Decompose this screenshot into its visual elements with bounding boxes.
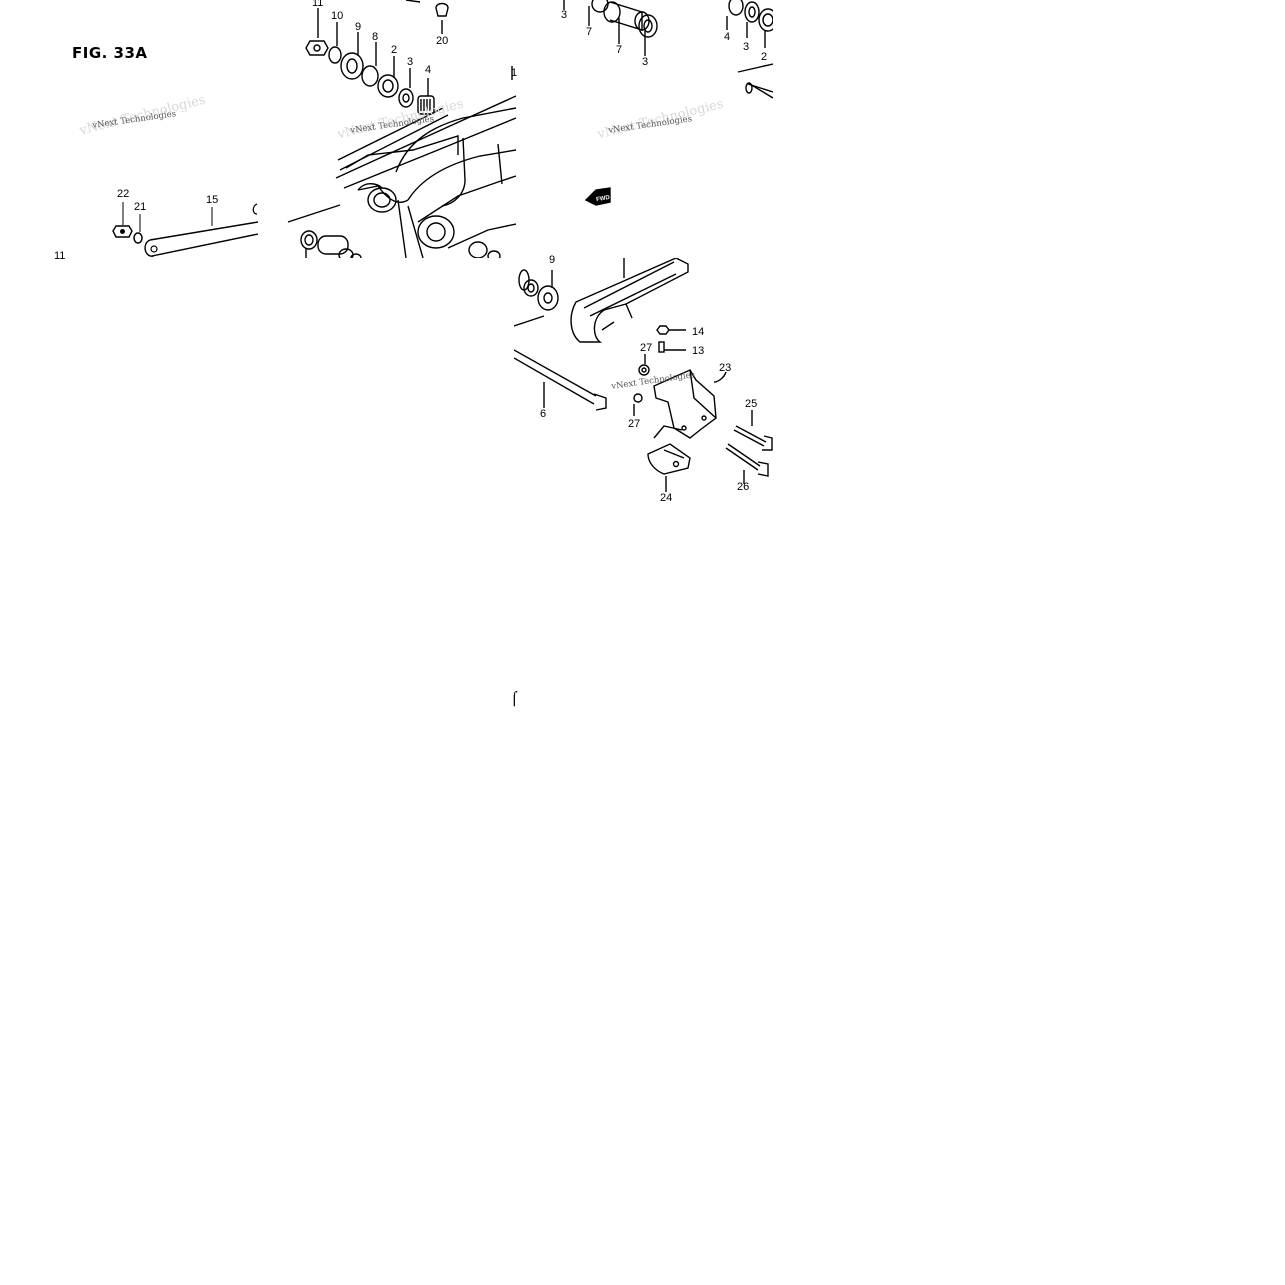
chain-guide-drawing — [514, 258, 773, 492]
callout-13[interactable]: 13 — [692, 345, 705, 357]
swingarm-drawing — [287, 0, 516, 258]
figure-title: FIG. 33A — [72, 44, 148, 62]
callout-4-top[interactable]: 4 — [425, 64, 432, 76]
diagram-tile-lower-right — [514, 258, 773, 514]
callout-3-mid-b[interactable]: 3 — [642, 56, 649, 68]
callout-26[interactable]: 26 — [737, 481, 750, 493]
callout-4-right[interactable]: 4 — [724, 31, 731, 43]
diagram-tile-top-middle — [258, 0, 516, 258]
callout-21[interactable]: 21 — [134, 201, 147, 213]
stray-glyph: ⌠ — [511, 692, 518, 707]
callout-10[interactable]: 10 — [331, 10, 344, 22]
callout-11-top[interactable]: 11 — [312, 0, 324, 9]
callout-15[interactable]: 15 — [206, 194, 219, 206]
callout-27-a[interactable]: 27 — [640, 342, 653, 354]
callout-27-b[interactable]: 27 — [628, 418, 641, 430]
fwd-arrow-label: FWD — [596, 195, 611, 203]
callout-3-mid-a[interactable]: 3 — [561, 9, 568, 21]
callout-25[interactable]: 25 — [745, 398, 758, 410]
callout-14[interactable]: 14 — [692, 326, 705, 338]
callout-3-top[interactable]: 3 — [407, 56, 414, 68]
right-upper-drawing: FWD — [563, 0, 773, 206]
callout-2-right[interactable]: 2 — [761, 51, 768, 63]
callout-23[interactable]: 23 — [719, 362, 732, 374]
callout-22[interactable]: 22 — [117, 188, 130, 200]
callout-7-b[interactable]: 7 — [616, 44, 623, 56]
callout-9-top[interactable]: 9 — [355, 21, 362, 33]
callout-9-low[interactable]: 9 — [549, 254, 556, 266]
callout-7-a[interactable]: 7 — [586, 26, 593, 38]
callout-3-right[interactable]: 3 — [743, 41, 750, 53]
callout-24[interactable]: 24 — [660, 492, 673, 504]
left-parts-drawing — [112, 202, 258, 257]
callout-11-left[interactable]: 11 — [54, 250, 66, 262]
diagram-tile-top-left — [50, 0, 258, 258]
callout-2-top[interactable]: 2 — [391, 44, 398, 56]
callout-8[interactable]: 8 — [372, 31, 379, 43]
callout-1[interactable]: 1 — [511, 67, 518, 79]
callout-20[interactable]: 20 — [436, 35, 449, 47]
callout-6[interactable]: 6 — [540, 408, 547, 420]
diagram-tile-top-right: FWD — [516, 0, 773, 258]
